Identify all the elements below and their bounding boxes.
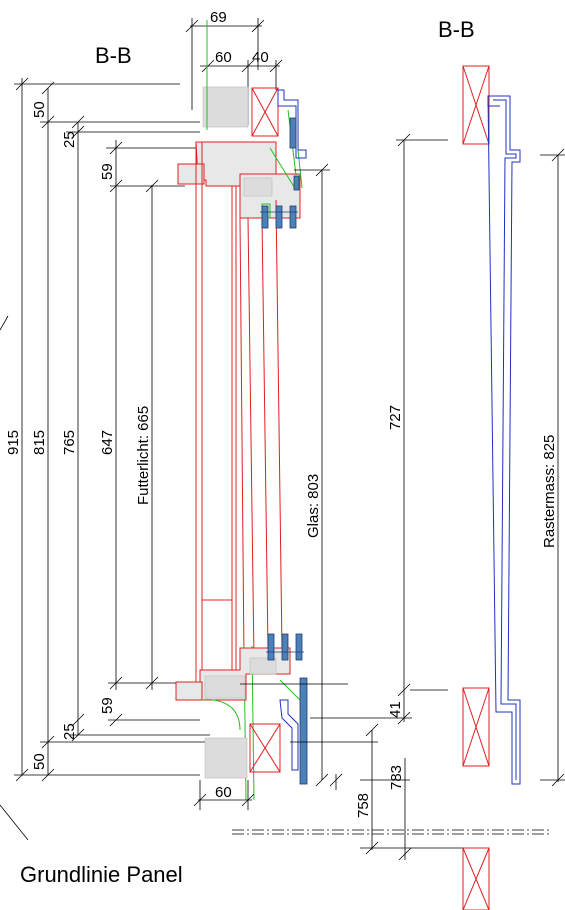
dim-bottom-60: 60 <box>215 784 232 801</box>
dim-647: 647 <box>99 430 116 455</box>
dim-top-40: 40 <box>252 49 269 66</box>
bottom-dimension-60 <box>193 780 255 810</box>
dim-41: 41 <box>387 701 404 718</box>
dim-25-top: 25 <box>61 131 78 148</box>
dimension-727 <box>397 133 411 725</box>
window-section <box>175 20 308 801</box>
left-dimensions <box>0 77 210 841</box>
title-left: B-B <box>95 43 132 68</box>
title-right: B-B <box>438 17 475 42</box>
right-elevation <box>462 65 521 910</box>
rastermass-dimension <box>540 148 565 787</box>
dim-50-top: 50 <box>31 101 48 118</box>
dim-758: 758 <box>355 793 372 818</box>
dim-59-top: 59 <box>99 163 116 180</box>
glas-dimension <box>294 163 330 787</box>
dim-25-bottom: 25 <box>61 723 78 740</box>
dim-765: 765 <box>61 430 78 455</box>
dim-783: 783 <box>388 765 405 790</box>
dim-rastermass: Rastermass: 825 <box>541 435 558 548</box>
dim-815: 815 <box>31 430 48 455</box>
dim-727: 727 <box>387 405 404 430</box>
dim-50-bottom: 50 <box>31 753 48 770</box>
extension-lines <box>240 139 448 743</box>
dim-futterlicht: Futterlicht: 665 <box>135 406 152 505</box>
dim-top-60: 60 <box>215 49 232 66</box>
dim-59-bottom: 59 <box>99 697 116 714</box>
baseline-label: Grundlinie Panel <box>20 862 183 887</box>
dim-top-69: 69 <box>210 9 227 26</box>
dimension-758-783 <box>329 723 470 861</box>
dim-glas: Glas: 803 <box>305 474 322 538</box>
dim-915: 915 <box>5 430 22 455</box>
